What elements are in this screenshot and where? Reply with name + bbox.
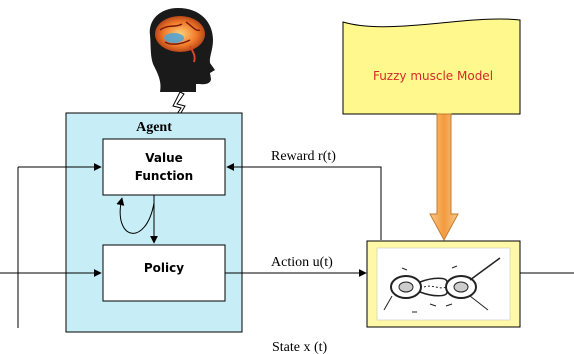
- reward-label: Reward r(t): [271, 149, 336, 164]
- human-head-brain-icon: [149, 8, 215, 92]
- action-label: Action u(t): [271, 255, 333, 270]
- value-feedback-loop-arrow: [116, 197, 155, 234]
- plant-image-frame: [376, 247, 511, 321]
- value-function-label-line1: Value: [145, 151, 183, 165]
- reward-arrow: [226, 163, 382, 240]
- agent-title: Agent: [136, 120, 172, 135]
- muscle-sketch-icon: [383, 257, 501, 313]
- policy-box: [102, 244, 226, 302]
- policy-label: Policy: [144, 261, 184, 275]
- value-function-label-line2: Function: [135, 169, 193, 183]
- fuzzy-model-label: Fuzzy muscle Model: [373, 69, 493, 83]
- fuzzy-model-note: [342, 18, 521, 115]
- state-label: State x (t): [272, 340, 328, 354]
- value-function-box: [102, 138, 226, 196]
- fuzzy-to-plant-arrow: [429, 113, 459, 242]
